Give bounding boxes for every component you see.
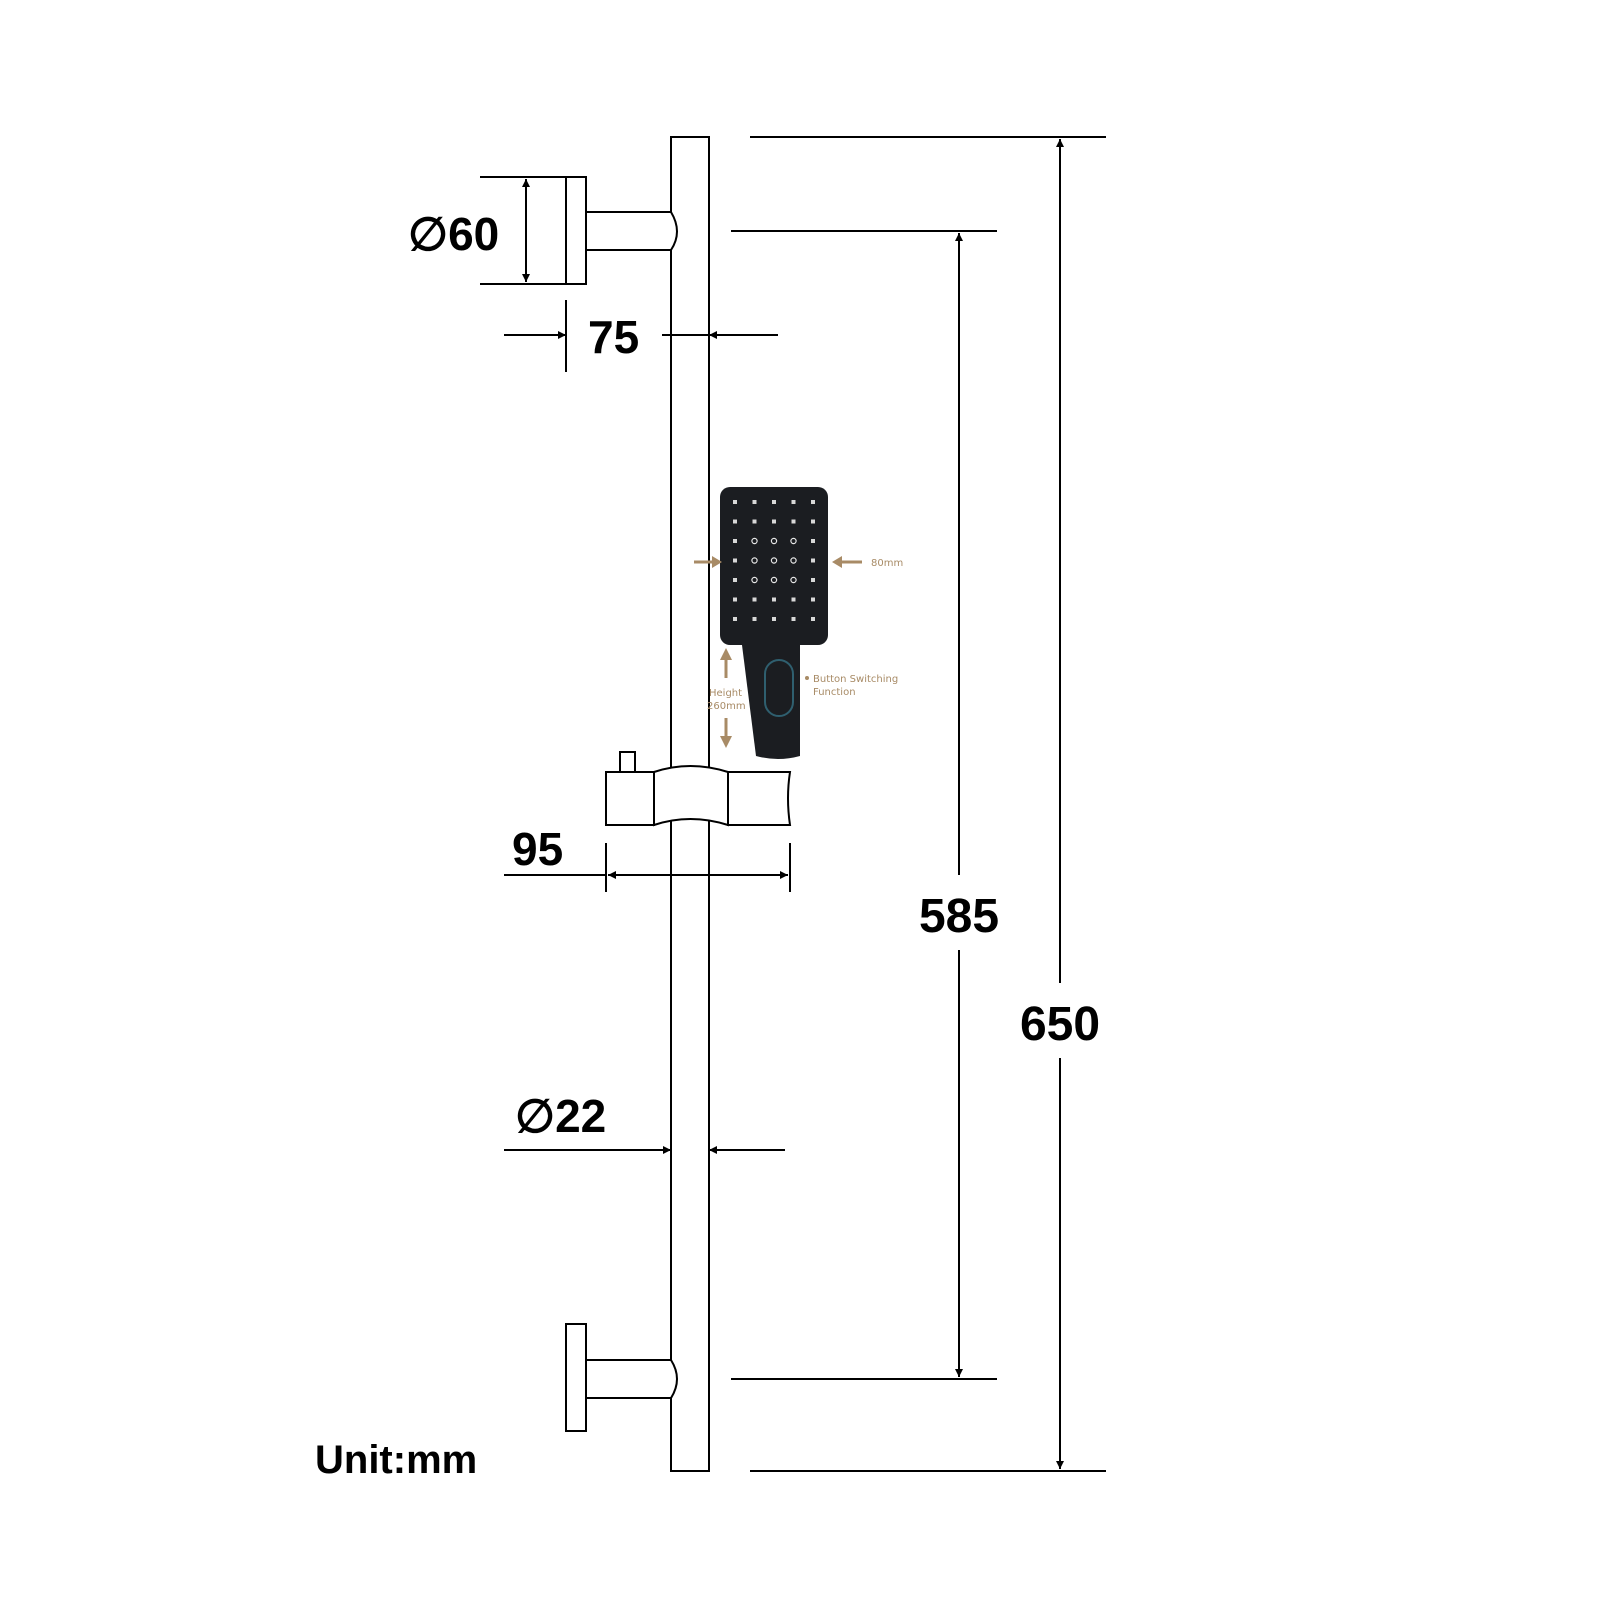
holder-cradle (727, 771, 792, 826)
nozzle (790, 576, 797, 584)
nozzle (733, 558, 737, 563)
holder-knob (619, 751, 636, 775)
nozzle (770, 537, 778, 545)
nozzle (811, 500, 815, 504)
bracket-diameter-label: ∅60 (408, 208, 499, 260)
nozzle (791, 597, 796, 602)
hand-shower: 80mm Height 260mm Button Switching Funct… (694, 487, 903, 759)
nozzle (772, 597, 776, 602)
button-bullet-icon (805, 676, 809, 680)
nozzle (752, 519, 757, 524)
nozzle (811, 558, 815, 563)
nozzle (811, 617, 815, 621)
nozzle (790, 537, 797, 545)
height-label-line2: 260mm (707, 701, 746, 712)
holder-width-label: 95 (512, 823, 563, 875)
nozzle (733, 578, 737, 582)
top-bracket-wall-plate (565, 176, 587, 285)
nozzle (733, 539, 737, 543)
nozzle (772, 519, 776, 524)
unit-label: Unit:mm (315, 1438, 477, 1482)
nozzle (733, 500, 737, 504)
button-label-line1: Button Switching (813, 674, 898, 685)
dim-bracket-offset: 75 (504, 300, 778, 372)
nozzle (791, 500, 796, 504)
bracket-offset-label: 75 (588, 311, 639, 363)
nozzle (791, 519, 796, 524)
nozzle (811, 519, 815, 524)
nozzle (751, 537, 758, 545)
bottom-bracket-wall-plate (565, 1323, 587, 1432)
top-wall-bracket (565, 176, 678, 285)
bar-diameter-label: ∅22 (515, 1090, 606, 1142)
nozzle (752, 597, 757, 602)
hand-shower-handle (742, 645, 800, 759)
dim-bar-diameter: ∅22 (504, 1090, 785, 1154)
top-bracket-arm (585, 211, 678, 251)
switch-button-icon (764, 659, 794, 717)
bottom-bracket-arm (585, 1359, 678, 1399)
dim-bracket-spacing: 585 (731, 230, 999, 1380)
nozzle (770, 576, 778, 584)
holder-collar (653, 765, 729, 827)
nozzle (751, 557, 758, 564)
dim-bar-length: 650 (750, 136, 1106, 1472)
bottom-wall-bracket (565, 1323, 678, 1432)
sliding-holder (605, 751, 792, 827)
nozzle (751, 576, 758, 584)
nozzle-grid (733, 500, 815, 621)
nozzle (811, 597, 815, 602)
holder-clamp-block (605, 771, 655, 826)
nozzle (811, 578, 815, 582)
bar-length-label: 650 (1020, 998, 1100, 1051)
height-label-line1: Height (709, 688, 742, 699)
nozzle (770, 557, 778, 564)
dim-holder-width: 95 (504, 823, 791, 892)
nozzle (790, 557, 797, 564)
width-label: 80mm (871, 558, 903, 569)
nozzle (772, 500, 776, 504)
nozzle (791, 617, 796, 621)
nozzle (752, 500, 757, 504)
button-label-line2: Function (813, 687, 856, 698)
dim-bracket-diameter: ∅60 (408, 176, 566, 285)
nozzle (811, 539, 815, 543)
nozzle (733, 519, 737, 524)
nozzle (772, 617, 776, 621)
bracket-spacing-label: 585 (919, 890, 999, 943)
nozzle (733, 597, 737, 602)
nozzle (752, 617, 757, 621)
hand-shower-head (720, 487, 828, 645)
nozzle (733, 617, 737, 621)
